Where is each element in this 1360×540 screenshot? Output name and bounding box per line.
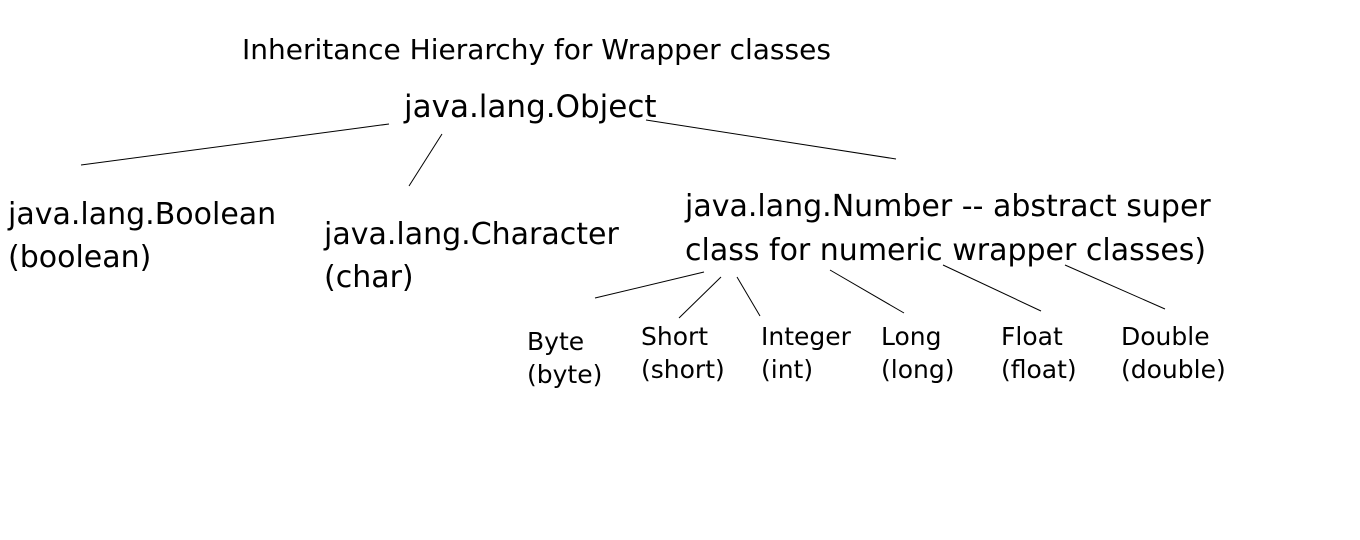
node-integer: Integer (int) — [761, 320, 851, 386]
node-double: Double (double) — [1121, 320, 1226, 386]
node-number: java.lang.Number -- abstract super class… — [685, 185, 1211, 273]
node-number-line2: class for numeric wrapper classes) — [685, 233, 1207, 268]
node-integer-primitive: (int) — [761, 355, 814, 384]
node-character-class: java.lang.Character — [324, 217, 619, 252]
node-byte-primitive: (byte) — [527, 360, 603, 389]
edge-number-double — [1064, 264, 1166, 310]
edge-number-integer — [736, 276, 761, 317]
node-long: Long (long) — [881, 320, 954, 386]
node-byte-class: Byte — [527, 327, 585, 356]
node-float-class: Float — [1001, 322, 1063, 351]
node-character-primitive: (char) — [324, 260, 414, 295]
node-double-primitive: (double) — [1121, 355, 1226, 384]
edge-object-character — [408, 133, 443, 187]
node-double-class: Double — [1121, 322, 1210, 351]
node-long-class: Long — [881, 322, 942, 351]
edge-object-number — [645, 119, 897, 160]
node-short-primitive: (short) — [641, 355, 725, 384]
node-object: java.lang.Object — [404, 89, 657, 125]
node-float-primitive: (float) — [1001, 355, 1077, 384]
node-float: Float (float) — [1001, 320, 1077, 386]
edge-number-byte — [594, 271, 705, 299]
node-character: java.lang.Character (char) — [324, 213, 619, 299]
edge-number-float — [942, 264, 1042, 312]
node-byte: Byte (byte) — [527, 325, 602, 391]
edge-number-long — [829, 269, 905, 314]
node-number-line1: java.lang.Number -- abstract super — [685, 189, 1211, 224]
node-integer-class: Integer — [761, 322, 851, 351]
node-boolean-primitive: (boolean) — [8, 240, 152, 275]
diagram-title: Inheritance Hierarchy for Wrapper classe… — [242, 33, 831, 66]
edge-number-short — [678, 276, 722, 319]
node-boolean-class: java.lang.Boolean — [8, 197, 277, 232]
node-short: Short (short) — [641, 320, 725, 386]
node-long-primitive: (long) — [881, 355, 955, 384]
node-boolean: java.lang.Boolean (boolean) — [8, 193, 276, 279]
edge-object-boolean — [80, 123, 390, 166]
node-short-class: Short — [641, 322, 709, 351]
